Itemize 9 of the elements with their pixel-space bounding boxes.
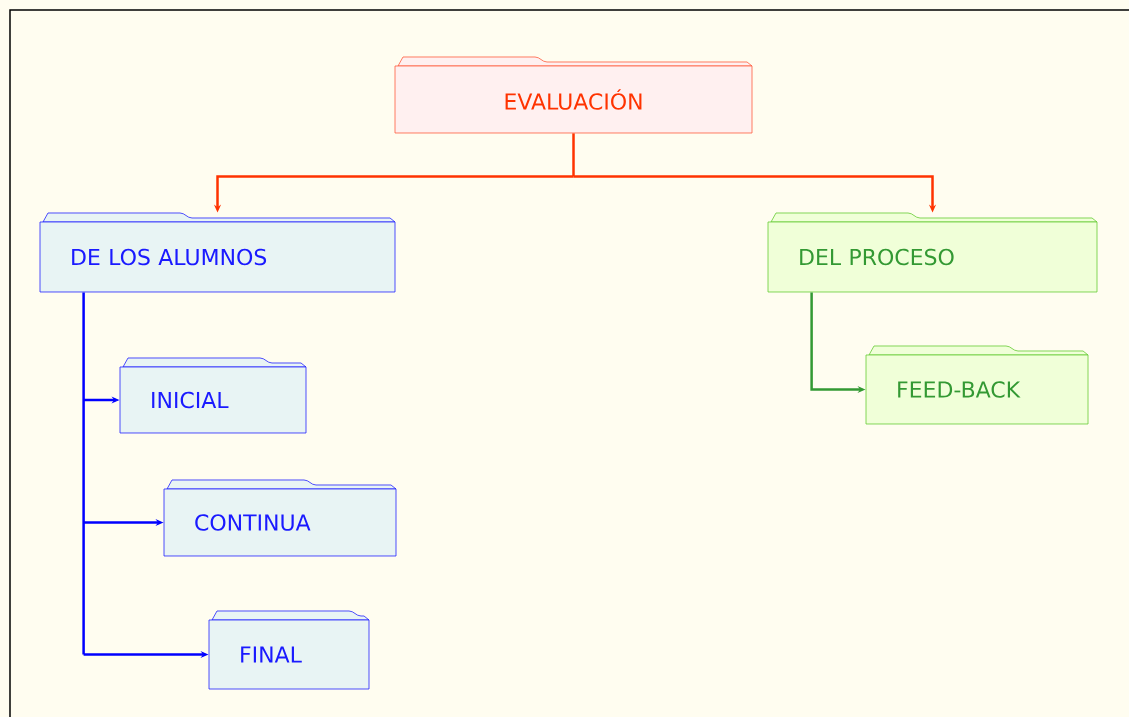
folder-box: CONTINUA (163, 479, 397, 557)
folder-box: FINAL (208, 610, 370, 690)
folder-box: FEED-BACK (865, 345, 1089, 425)
folder-box: EVALUACIÓN (394, 56, 753, 134)
connector-trunk (82, 292, 85, 655)
folder-box: DEL PROCESO (767, 212, 1098, 293)
folder-box: INICIAL (119, 357, 307, 434)
folder-box: DE LOS ALUMNOS (39, 212, 396, 293)
connector-trunk (572, 133, 575, 177)
